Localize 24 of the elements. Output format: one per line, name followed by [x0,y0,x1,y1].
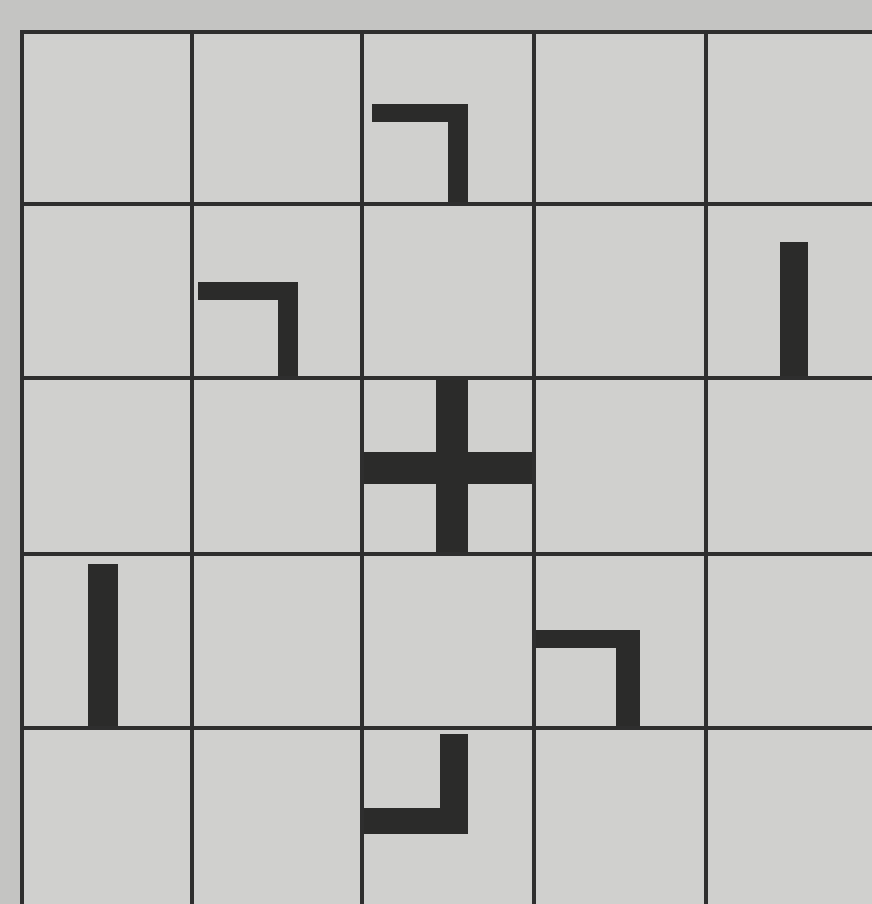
grid-cell [190,552,364,730]
grid-cell [190,376,364,556]
grid-cell [20,202,194,380]
grid-cell [360,552,536,730]
grid-cell [20,376,194,556]
grid-cell [20,30,194,206]
grid-cell [20,726,194,904]
grid-cell [190,726,364,904]
grid-cell [360,202,536,380]
grid-cell [20,552,194,730]
grid-cell [360,30,536,206]
grid-cell [704,552,872,730]
grid-cell [190,202,364,380]
grid-cell [360,726,536,904]
grid-cell [704,376,872,556]
grid-cell [532,202,708,380]
grid-cell [190,30,364,206]
grid-cell [704,726,872,904]
grid-cell [532,726,708,904]
grid-cell [532,552,708,730]
grid-cell [532,30,708,206]
grid-cell [532,376,708,556]
grid-cell [704,202,872,380]
grid-cell [704,30,872,206]
